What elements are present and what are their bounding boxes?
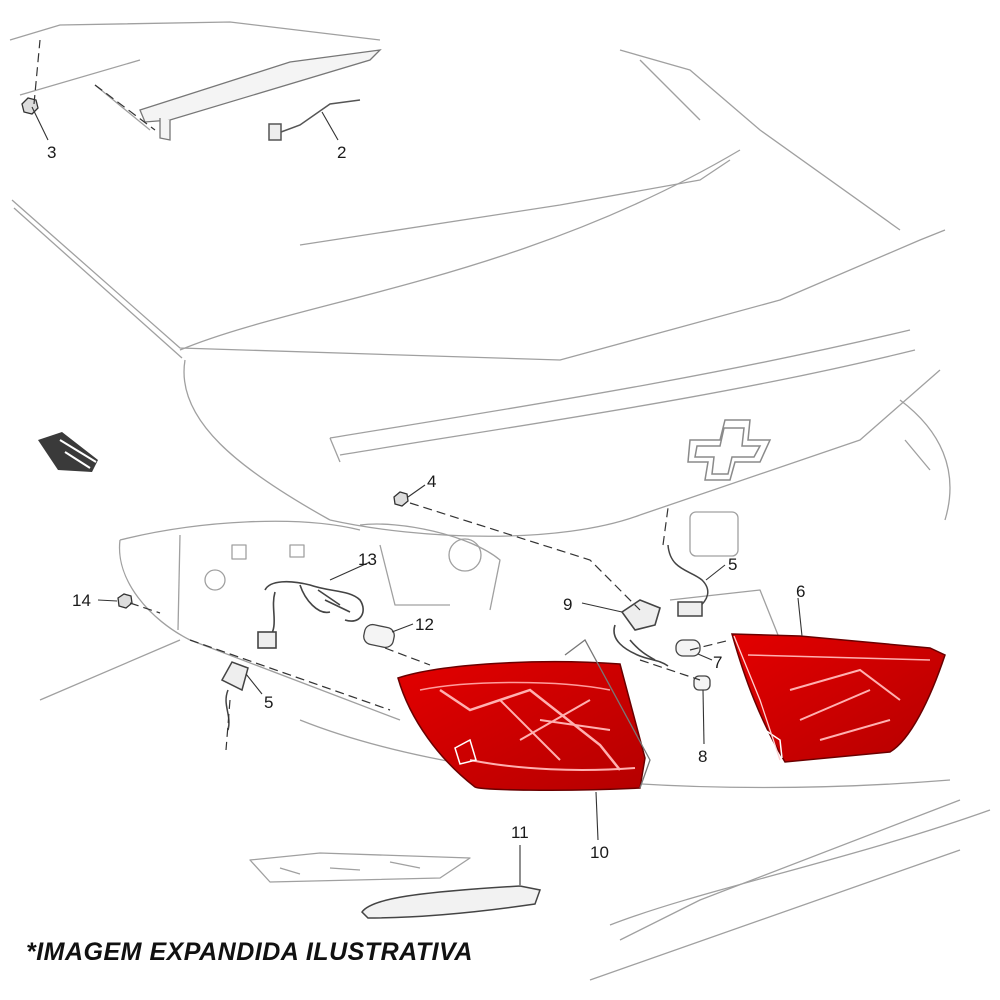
callout-label: 6 (796, 582, 805, 601)
outer-tail-lamp (397, 639, 651, 791)
right-lamp-harness (613, 599, 669, 667)
callout-label: 13 (358, 550, 377, 569)
callout-label: 5 (728, 555, 737, 574)
callout-label: 8 (698, 747, 707, 766)
callout-label: 4 (427, 472, 436, 491)
callout-label: 14 (72, 591, 91, 610)
callout-label: 3 (47, 143, 56, 162)
assembly-dash-lines (33, 39, 731, 751)
left-lamp-harness (257, 580, 364, 649)
left-socket-connector (220, 661, 249, 731)
front-direction-arrow-icon (38, 432, 98, 472)
bulb-part-7 (675, 639, 701, 657)
callout-leader-lines (31, 106, 803, 885)
reflector-part-11 (361, 885, 541, 919)
chevrolet-bowtie-emblem-icon (687, 419, 772, 481)
right-socket-connector (667, 544, 709, 617)
nut-part-3 (21, 97, 39, 115)
high-mount-stop-lamp (139, 49, 382, 141)
illustrative-caption: *IMAGEM EXPANDIDA ILUSTRATIVA (26, 938, 473, 966)
car-body-outline (9, 21, 991, 981)
hmsl-wiring-connector (268, 99, 361, 141)
nut-part-14 (117, 593, 133, 609)
bulb-part-8 (693, 675, 711, 691)
callout-label: 11 (511, 823, 529, 842)
callout-label: 2 (337, 143, 346, 162)
callout-label: 10 (590, 843, 609, 862)
callout-label: 5 (264, 693, 273, 712)
callout-label: 9 (563, 595, 572, 614)
callout-labels: 3 2 4 13 14 12 5 9 5 6 7 8 10 11 (47, 143, 805, 862)
nut-part-4 (393, 491, 409, 507)
bulb-part-12 (363, 623, 395, 649)
inner-tail-lamp (731, 633, 946, 763)
callout-label: 7 (713, 653, 722, 672)
callout-label: 12 (415, 615, 434, 634)
